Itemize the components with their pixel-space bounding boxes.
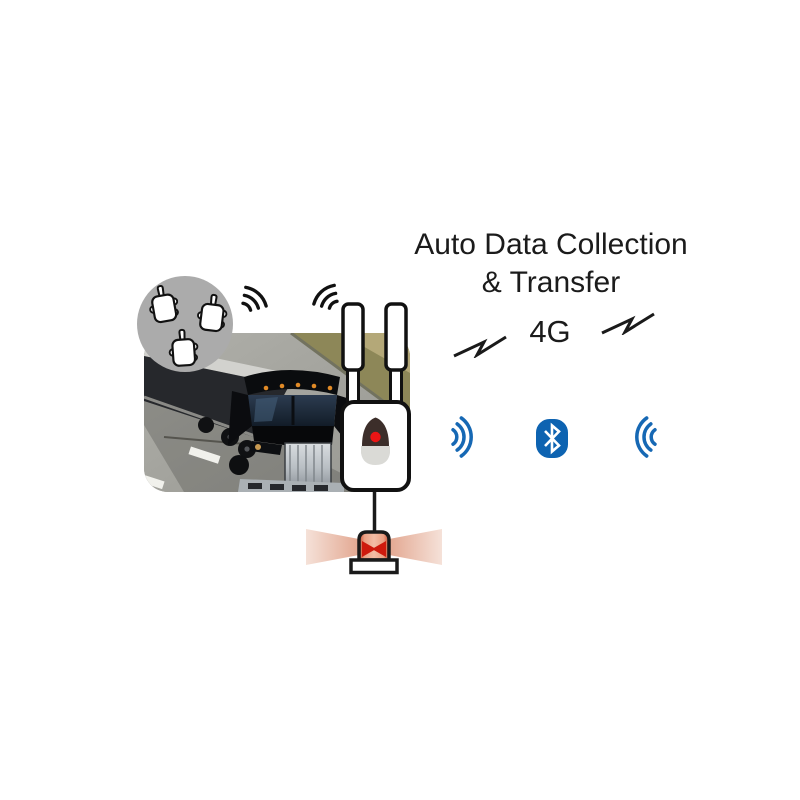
cellular-bolt-left-icon — [453, 335, 507, 358]
led-dot — [370, 431, 381, 443]
lane-dash — [188, 446, 221, 464]
alarm-beam-right — [389, 529, 442, 565]
bumper-slots — [248, 483, 328, 491]
rf-signal-left-icon — [241, 285, 268, 312]
siren-base — [349, 558, 399, 575]
antenna-left — [341, 302, 365, 406]
cab-left-side — [228, 391, 252, 445]
headlight — [255, 444, 261, 450]
windshield-glare — [254, 397, 278, 422]
alarm-siren — [349, 530, 399, 575]
wheel-hub — [244, 446, 250, 452]
hood — [252, 426, 334, 445]
page-title: Auto Data Collection & Transfer — [398, 226, 704, 302]
bluetooth-icon — [536, 419, 568, 458]
lane-dash — [144, 472, 165, 490]
siren-lens — [372, 541, 386, 557]
front-wheel — [229, 455, 249, 475]
marker-lights — [263, 382, 333, 391]
antenna-right — [384, 302, 408, 406]
signal-in-icon — [635, 416, 657, 458]
cellular-label: 4G — [529, 314, 571, 349]
title-line-2: & Transfer — [481, 266, 621, 299]
title-line-1: Auto Data Collection — [414, 228, 688, 261]
siren-lens — [362, 541, 376, 557]
rf-signal-right-icon — [312, 283, 339, 310]
bluetooth-rune — [544, 422, 561, 455]
gateway-device — [306, 302, 442, 575]
signal-out-icon — [451, 416, 473, 458]
sensor-circle — [137, 276, 233, 372]
cellular-bolt-right-icon — [601, 312, 655, 335]
gateway-logo — [361, 417, 390, 465]
alarm-beam-left — [306, 529, 359, 565]
trailer-wheel — [198, 417, 214, 433]
